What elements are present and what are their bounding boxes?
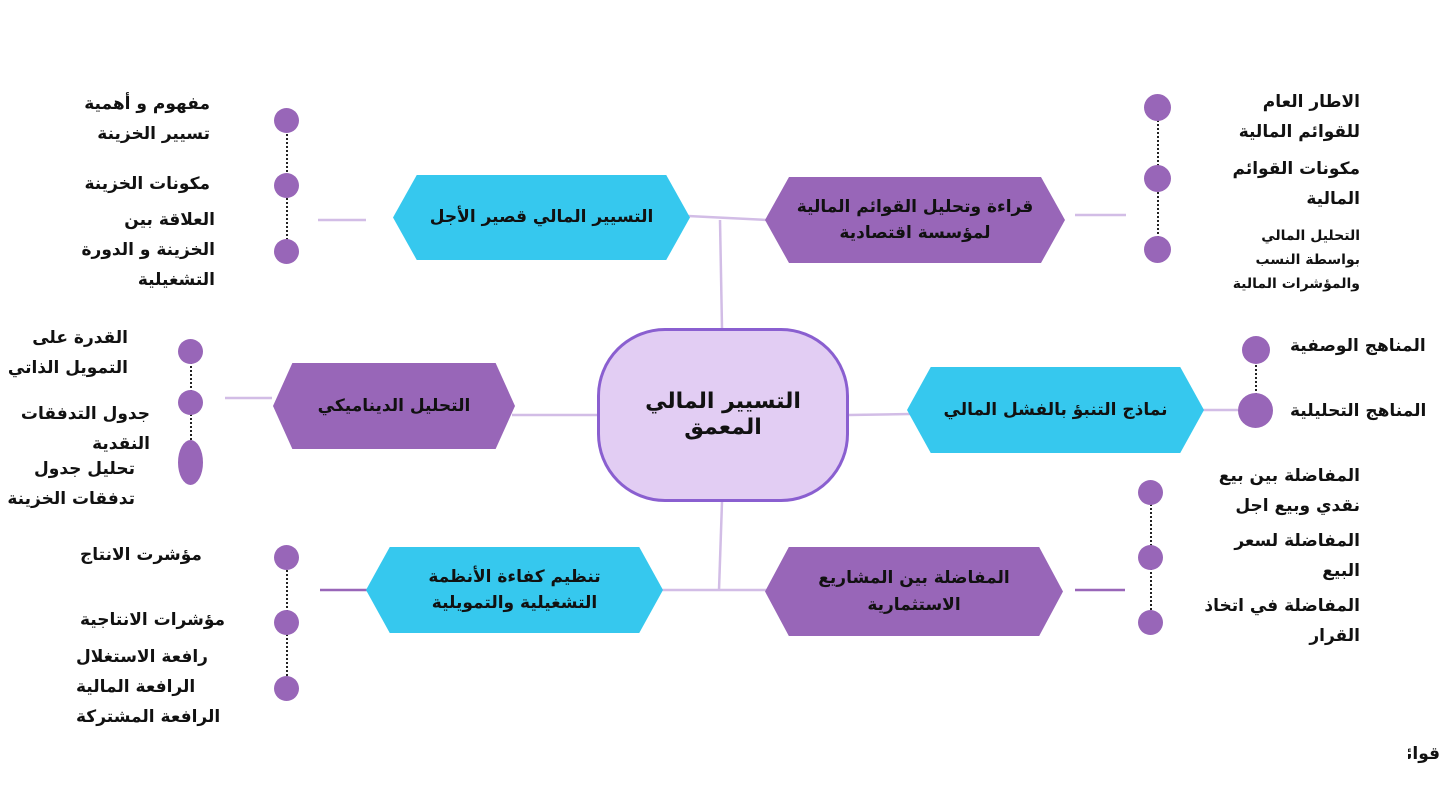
node-financial-statements: قراءة وتحليل القوائم المالية لمؤسسة اقتص… <box>765 177 1065 263</box>
label-statements-framework: الاطار العام للقوائم المالية <box>1238 92 1360 142</box>
bullet-dot <box>1138 545 1163 570</box>
bullet-dot <box>178 339 203 364</box>
label-productivity-indicators: مؤشرات الانتاجية <box>80 610 225 630</box>
label-statements-components: مكونات القوائم المالية <box>1232 159 1360 209</box>
label-descriptive-methods: المناهج الوصفية <box>1290 336 1426 356</box>
label-analytical-methods: المناهج التحليلية <box>1290 401 1427 421</box>
bullet-dot <box>1242 336 1270 364</box>
label-operating-leverage: رافعة الاستغلال <box>76 647 208 667</box>
label-decision-comparison: المفاضلة في اتخاذ القرار <box>1204 596 1360 646</box>
label-cash-vs-credit-sale: المفاضلة بين بيع نقدي وبيع اجل <box>1218 466 1360 516</box>
dotted-connector <box>1255 350 1257 410</box>
label-clipped-fragment: قوائم <box>1408 744 1440 764</box>
bullet-dot <box>274 676 299 701</box>
node-short-term-finance: التسيير المالي قصير الأجل <box>393 175 690 260</box>
bullet-dot <box>1144 94 1171 121</box>
label-ratio-analysis: التحليل المالي بواسطة النسب والمؤشرات ال… <box>1232 228 1360 292</box>
central-topic: التسيير المالي المعمق <box>597 328 849 502</box>
bullet-dot <box>274 239 299 264</box>
bullet-dot <box>1144 236 1171 263</box>
node-dynamic-analysis: التحليل الديناميكي <box>273 363 515 449</box>
label-financial-leverage: الرافعة المالية <box>76 677 196 697</box>
bullet-dot <box>178 440 203 485</box>
bullet-dot <box>274 545 299 570</box>
label-cash-flow-analysis: تحليل جدول تدفقات الخزينة <box>7 459 135 509</box>
bullet-dot <box>178 390 203 415</box>
label-self-financing: القدرة على التمويل الذاتي <box>7 328 128 378</box>
node-systems-efficiency: تنظيم كفاءة الأنظمة التشغيلية والتمويلية <box>366 547 663 633</box>
bullet-dot <box>1138 480 1163 505</box>
label-combined-leverage: الرافعة المشتركة <box>76 707 221 727</box>
label-treasury-cycle: العلاقة بين الخزينة و الدورة التشغيلية <box>81 210 216 290</box>
bullet-dot <box>274 173 299 198</box>
bullet-dot <box>1238 393 1273 428</box>
bullet-dot <box>1144 165 1171 192</box>
bullet-dot <box>274 108 299 133</box>
bullet-dot <box>274 610 299 635</box>
label-treasury-concept: مفهوم و أهمية تسيير الخزينة <box>84 94 210 144</box>
label-cash-flow-table: جدول التدفقات النقدية <box>20 404 150 454</box>
bullet-dot <box>1138 610 1163 635</box>
node-investment-projects: المفاضلة بين المشاريع الاستثمارية <box>765 547 1063 636</box>
node-failure-prediction: نماذج التنبؤ بالفشل المالي <box>907 367 1204 453</box>
label-treasury-components: مكونات الخزينة <box>84 174 210 194</box>
label-production-indicators: مؤشرت الانتاج <box>80 545 202 565</box>
label-price-comparison: المفاضلة لسعر البيع <box>1234 531 1360 581</box>
